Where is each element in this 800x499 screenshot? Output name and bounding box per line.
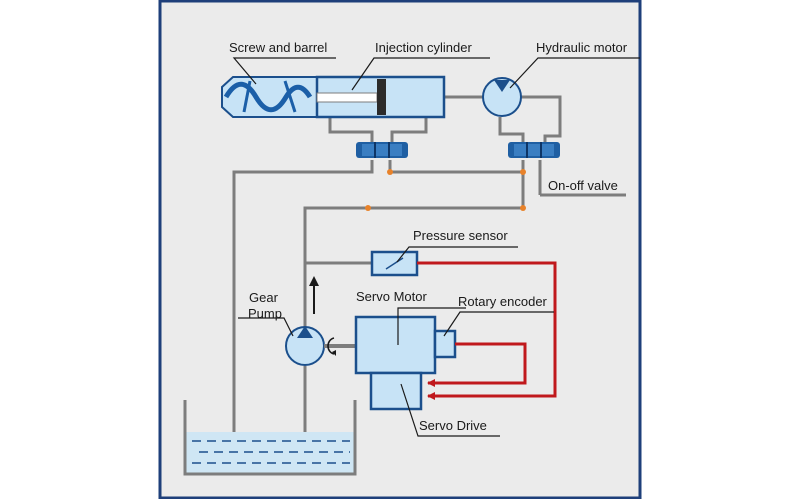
label-servo-motor: Servo Motor bbox=[356, 289, 427, 304]
label-injection-cylinder: Injection cylinder bbox=[375, 40, 472, 55]
label-servo-drive: Servo Drive bbox=[419, 418, 487, 433]
servo-motor bbox=[354, 315, 437, 375]
servo-drive bbox=[369, 371, 423, 411]
diagram-panel bbox=[158, 0, 642, 499]
hydraulic-motor bbox=[482, 77, 522, 117]
signal-wires bbox=[417, 261, 557, 400]
label-pressure-sensor: Pressure sensor bbox=[413, 228, 508, 243]
oil-tank bbox=[183, 400, 357, 476]
injection-cylinder bbox=[315, 75, 446, 119]
label-screw-and-barrel: Screw and barrel bbox=[229, 40, 327, 55]
on-off-valve-left bbox=[356, 142, 408, 158]
label-rotary-encoder: Rotary encoder bbox=[458, 294, 548, 309]
gear-pump bbox=[285, 326, 356, 366]
pressure-sensor bbox=[370, 250, 419, 277]
flow-up-arrow bbox=[309, 276, 319, 314]
label-hydraulic-motor: Hydraulic motor bbox=[536, 40, 628, 55]
leader-lines bbox=[232, 57, 640, 437]
on-off-valve-right bbox=[508, 142, 560, 158]
screw-and-barrel bbox=[221, 76, 318, 118]
label-gear: Gear bbox=[249, 290, 279, 305]
pipe-junctions bbox=[365, 169, 526, 211]
label-pump: Pump bbox=[248, 306, 282, 321]
label-on-off-valve: On-off valve bbox=[548, 178, 618, 193]
